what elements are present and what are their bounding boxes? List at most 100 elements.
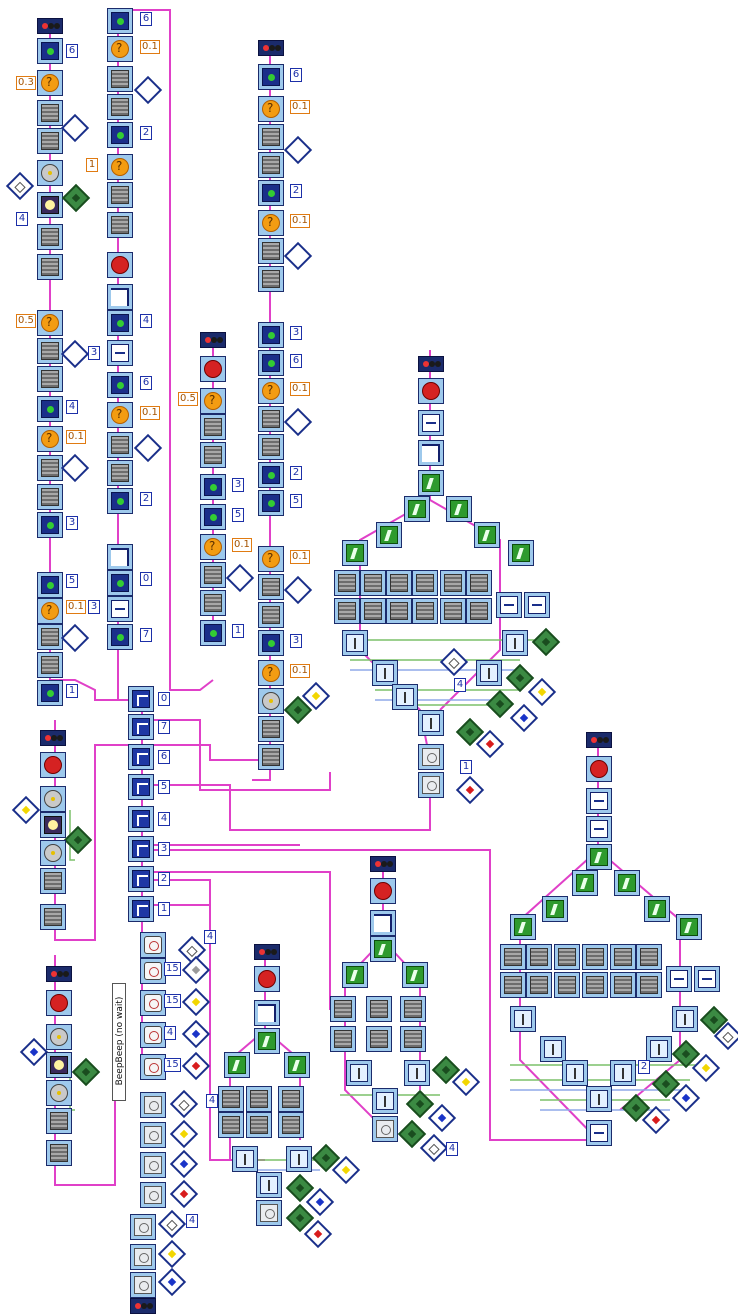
motor-block[interactable] bbox=[440, 570, 466, 596]
motor-block[interactable] bbox=[218, 1086, 244, 1112]
param-box[interactable]: 0 bbox=[140, 572, 152, 586]
direction-block[interactable] bbox=[586, 816, 612, 842]
fork-merge-block[interactable] bbox=[672, 1006, 698, 1032]
stop-block[interactable] bbox=[254, 966, 280, 992]
stop-block[interactable] bbox=[46, 990, 72, 1016]
sensor-block[interactable] bbox=[256, 1200, 282, 1226]
stop-block[interactable] bbox=[40, 752, 66, 778]
fork-block[interactable] bbox=[474, 522, 500, 548]
param-box[interactable]: 0.1 bbox=[140, 406, 160, 420]
wait-for-block[interactable] bbox=[258, 180, 284, 206]
motor-block[interactable] bbox=[37, 100, 63, 126]
gear-block[interactable] bbox=[40, 840, 66, 866]
jump-block[interactable] bbox=[254, 1000, 280, 1026]
sensor-watcher-block[interactable] bbox=[140, 1122, 166, 1148]
sound-block[interactable] bbox=[140, 932, 166, 958]
param-box[interactable]: 0.1 bbox=[66, 430, 86, 444]
param-box[interactable]: 0.1 bbox=[66, 600, 86, 614]
param-box[interactable]: 0.1 bbox=[290, 664, 310, 678]
sensor-block[interactable] bbox=[418, 772, 444, 798]
motor-block[interactable] bbox=[554, 972, 580, 998]
gear-block[interactable] bbox=[40, 786, 66, 812]
param-box[interactable]: 5 bbox=[232, 508, 244, 522]
task-block[interactable] bbox=[128, 806, 154, 832]
motor-block[interactable] bbox=[107, 66, 133, 92]
fork-block[interactable] bbox=[586, 844, 612, 870]
param-box[interactable]: 5 bbox=[290, 494, 302, 508]
fork-block[interactable] bbox=[572, 870, 598, 896]
motor-block[interactable] bbox=[258, 266, 284, 292]
fork-merge-block[interactable] bbox=[256, 1172, 282, 1198]
motor-block[interactable] bbox=[37, 366, 63, 392]
motor-block[interactable] bbox=[258, 406, 284, 432]
motor-block[interactable] bbox=[246, 1086, 272, 1112]
motor-block[interactable] bbox=[554, 944, 580, 970]
param-box[interactable]: 4 bbox=[446, 1142, 458, 1156]
motor-block[interactable] bbox=[200, 442, 226, 468]
land-block[interactable] bbox=[107, 340, 133, 366]
gear-block[interactable] bbox=[258, 688, 284, 714]
motor-block[interactable] bbox=[610, 944, 636, 970]
start-block[interactable] bbox=[254, 944, 280, 960]
motor-block[interactable] bbox=[526, 972, 552, 998]
param-box[interactable]: 3 bbox=[66, 516, 78, 530]
param-box[interactable]: 3 bbox=[232, 478, 244, 492]
stop-block[interactable] bbox=[370, 878, 396, 904]
param-box[interactable]: 1 bbox=[66, 684, 78, 698]
param-box[interactable]: 6 bbox=[140, 376, 152, 390]
task-number[interactable]: 1 bbox=[158, 902, 170, 916]
fork-block[interactable] bbox=[404, 496, 430, 522]
fork-block[interactable] bbox=[342, 540, 368, 566]
param-box[interactable]: 3 bbox=[290, 634, 302, 648]
direction-block[interactable] bbox=[524, 592, 550, 618]
param-box[interactable]: 1 bbox=[86, 158, 98, 172]
param-box[interactable]: 4 bbox=[206, 1094, 218, 1108]
param-box[interactable]: 6 bbox=[140, 12, 152, 26]
motor-block[interactable] bbox=[258, 152, 284, 178]
direction-block[interactable] bbox=[694, 966, 720, 992]
motor-block[interactable] bbox=[278, 1112, 304, 1138]
wait-for-block[interactable] bbox=[200, 620, 226, 646]
param-box[interactable]: 2 bbox=[638, 1060, 650, 1074]
fork-block[interactable] bbox=[542, 896, 568, 922]
wait-sensor-block[interactable] bbox=[130, 1272, 156, 1298]
motor-block[interactable] bbox=[246, 1112, 272, 1138]
param-box[interactable]: 15 bbox=[164, 994, 181, 1008]
jump-block[interactable] bbox=[418, 440, 444, 466]
fork-block[interactable] bbox=[508, 540, 534, 566]
light-sensor-block[interactable] bbox=[46, 1052, 72, 1078]
motor-block[interactable] bbox=[366, 996, 392, 1022]
fork-block[interactable] bbox=[224, 1052, 250, 1078]
motor-block[interactable] bbox=[258, 124, 284, 150]
fork-merge-block[interactable] bbox=[232, 1146, 258, 1172]
fork-merge-block[interactable] bbox=[286, 1146, 312, 1172]
fork-block[interactable] bbox=[644, 896, 670, 922]
wait-for-block[interactable] bbox=[258, 322, 284, 348]
motor-block[interactable] bbox=[37, 624, 63, 650]
fork-block[interactable] bbox=[676, 914, 702, 940]
param-box[interactable]: 6 bbox=[290, 68, 302, 82]
motor-block[interactable] bbox=[40, 868, 66, 894]
motor-block[interactable] bbox=[440, 598, 466, 624]
wait-time-block[interactable] bbox=[37, 310, 63, 336]
motor-block[interactable] bbox=[40, 904, 66, 930]
task-block[interactable] bbox=[128, 744, 154, 770]
motor-block[interactable] bbox=[107, 94, 133, 120]
wait-time-block[interactable] bbox=[200, 534, 226, 560]
task-number[interactable]: 3 bbox=[158, 842, 170, 856]
start-block[interactable] bbox=[37, 18, 63, 34]
task-number[interactable]: 7 bbox=[158, 720, 170, 734]
fork-block[interactable] bbox=[418, 470, 444, 496]
wait-for-block[interactable] bbox=[37, 396, 63, 422]
jump-block[interactable] bbox=[370, 910, 396, 936]
param-box[interactable]: 2 bbox=[290, 466, 302, 480]
stop-block[interactable] bbox=[107, 252, 133, 278]
stop-block[interactable] bbox=[200, 356, 226, 382]
task-number[interactable]: 5 bbox=[158, 780, 170, 794]
motor-block[interactable] bbox=[386, 570, 412, 596]
param-box[interactable]: 15 bbox=[164, 1058, 181, 1072]
beep-block[interactable] bbox=[140, 990, 166, 1016]
motor-block[interactable] bbox=[500, 944, 526, 970]
fork-block[interactable] bbox=[342, 962, 368, 988]
motor-block[interactable] bbox=[500, 972, 526, 998]
